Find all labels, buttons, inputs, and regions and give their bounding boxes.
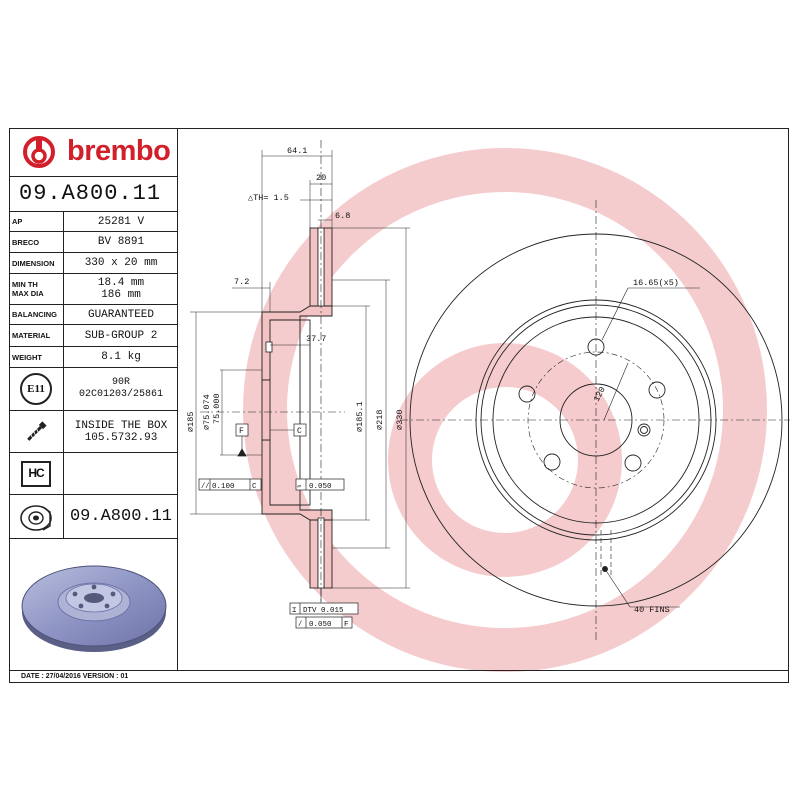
spec-row-dimension: DIMENSION 330 x 20 mm bbox=[9, 253, 178, 274]
dim-dia-185-1: ∅185.1 bbox=[355, 401, 365, 432]
dim-75-000: 75.000 bbox=[212, 393, 222, 424]
spec-row-inside-box: INSIDE THE BOX 105.5732.93 bbox=[9, 411, 178, 453]
datum-c-label: C bbox=[297, 427, 302, 436]
hc-badge-cell: HC bbox=[9, 453, 64, 494]
spec-row-material: MATERIAL SUB-GROUP 2 bbox=[9, 325, 178, 347]
tol-left-value: 0.100 bbox=[212, 483, 235, 491]
spec-value: 25281 V bbox=[97, 215, 145, 228]
spec-label: WEIGHT bbox=[9, 347, 64, 367]
max-dia-label: MAX DIA bbox=[12, 289, 44, 298]
hole-spec-label: 16.65(x5) bbox=[633, 278, 679, 288]
e11-badge-icon: E11 bbox=[20, 373, 52, 405]
spec-sidebar: brembo 09.A800.11 AP 25281 V BRECO BV 88… bbox=[9, 128, 178, 670]
inside-box-values: INSIDE THE BOX 105.5732.93 bbox=[64, 411, 178, 452]
inside-box-title: INSIDE THE BOX bbox=[74, 419, 168, 432]
approval-number: 02C01203/25861 bbox=[78, 389, 163, 400]
dim-37-7: 37.7 bbox=[306, 334, 326, 344]
datum-f-label: F bbox=[239, 427, 244, 436]
spec-row-ap: AP 25281 V bbox=[9, 212, 178, 232]
tol-left-ref: C bbox=[252, 483, 257, 491]
footer-date-version: DATE : 27/04/2016 VERSION : 01 bbox=[9, 670, 789, 683]
spec-value: GUARANTEED bbox=[87, 308, 154, 321]
tol-right-value: 0.050 bbox=[309, 483, 332, 491]
spec-label: BALANCING bbox=[9, 305, 64, 324]
approval-values: 90R 02C01203/25861 bbox=[64, 368, 178, 410]
spec-value: 330 x 20 mm bbox=[84, 257, 158, 269]
dim-20: 20 bbox=[316, 173, 326, 183]
runout-ref: F bbox=[344, 621, 349, 629]
spec-label: MIN TH MAX DIA bbox=[9, 274, 64, 304]
brand-name: brembo bbox=[67, 135, 171, 167]
spec-value: SUB-GROUP 2 bbox=[84, 329, 158, 342]
spec-value: BV 8891 bbox=[97, 236, 145, 248]
disc-icon bbox=[20, 504, 52, 531]
spec-row-hc: HC bbox=[9, 453, 178, 495]
spec-row-reference: 09.A800.11 bbox=[9, 495, 178, 539]
part-number-title: 09.A800.11 bbox=[9, 176, 178, 212]
spec-row-min-max: MIN TH MAX DIA 18.4 mm 186 mm bbox=[9, 274, 178, 305]
hc-value bbox=[64, 453, 178, 494]
dim-6-8: 6.8 bbox=[335, 211, 350, 221]
svg-text:▱: ▱ bbox=[297, 483, 302, 491]
min-th-value: 18.4 mm bbox=[97, 277, 145, 289]
hc-badge-icon: HC bbox=[21, 460, 51, 487]
spec-value: 8.1 kg bbox=[101, 351, 141, 363]
spec-row-breco: BRECO BV 8891 bbox=[9, 232, 178, 253]
min-th-label: MIN TH bbox=[12, 280, 38, 289]
inside-box-part: 105.5732.93 bbox=[84, 431, 158, 444]
front-view bbox=[400, 200, 790, 640]
spec-label: DIMENSION bbox=[9, 253, 64, 273]
max-dia-value: 186 mm bbox=[101, 289, 141, 301]
approval-badge-cell: E11 bbox=[9, 368, 64, 410]
spec-row-approval: E11 90R 02C01203/25861 bbox=[9, 368, 178, 411]
drawing-frame bbox=[9, 128, 789, 683]
bolt-icon bbox=[27, 420, 47, 441]
brand-logo: brembo bbox=[9, 128, 178, 176]
dim-64-1: 64.1 bbox=[287, 146, 307, 156]
runout-value: 0.050 bbox=[309, 621, 332, 629]
spec-label: AP bbox=[9, 212, 64, 231]
spec-value: 18.4 mm 186 mm bbox=[64, 274, 178, 304]
brake-disc-image bbox=[21, 565, 167, 652]
dim-dia-218: ∅218 bbox=[375, 410, 385, 430]
brembo-logo-icon bbox=[23, 136, 55, 168]
cross-section-view bbox=[190, 140, 410, 629]
svg-text:/: / bbox=[298, 621, 302, 629]
disc-icon-cell bbox=[9, 495, 64, 538]
approval-code: 90R bbox=[111, 377, 130, 388]
svg-text:⌶: ⌶ bbox=[292, 607, 296, 615]
dim-7-2: 7.2 bbox=[234, 277, 249, 287]
spec-label: MATERIAL bbox=[9, 325, 64, 346]
dim-th: △TH= 1.5 bbox=[248, 193, 289, 203]
dim-dia-75-074: ∅75.074 bbox=[202, 394, 212, 430]
spec-row-balancing: BALANCING GUARANTEED bbox=[9, 305, 178, 325]
fins-label: 40 FINS bbox=[634, 605, 670, 615]
spec-label: BRECO bbox=[9, 232, 64, 252]
spec-row-weight: WEIGHT 8.1 kg bbox=[9, 347, 178, 368]
svg-text://: // bbox=[201, 483, 209, 491]
reference-part-number: 09.A800.11 bbox=[69, 506, 173, 526]
inside-box-icon-cell bbox=[9, 411, 64, 452]
dtv-label: DTV 0.015 bbox=[303, 607, 344, 615]
dim-dia-185: ∅185 bbox=[186, 412, 196, 432]
